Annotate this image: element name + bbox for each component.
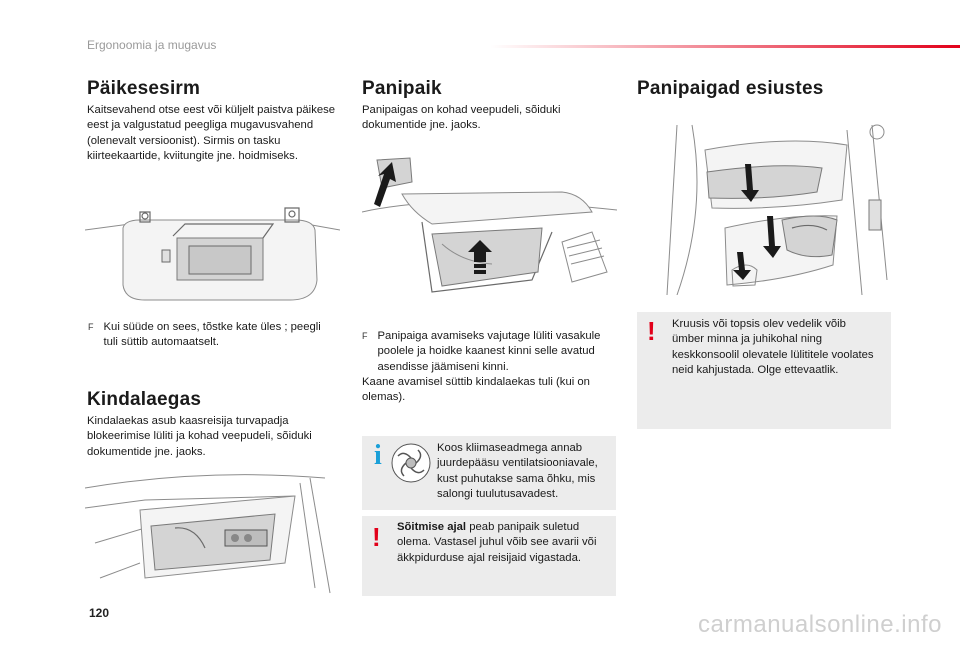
sunvisor-body: Kaitsevahend otse eest või küljelt paist… — [87, 104, 336, 162]
running-head: Ergonoomia ja mugavus — [87, 38, 217, 52]
sunvisor-bullet: F Kui süüde on sees, tõstke kate üles ; … — [88, 320, 338, 351]
watermark: carmanualsonline.info — [698, 611, 942, 638]
storage-bullet: F Panipaiga avamiseks vajutage lüliti va… — [362, 329, 612, 375]
info-icon: i — [374, 440, 382, 471]
page-number: 120 — [89, 606, 110, 620]
header-accent-rule — [490, 45, 960, 48]
glovebox-title: Kindalaegas — [87, 389, 202, 410]
bullet-marker: F — [88, 322, 94, 332]
storage-bullet-text: Panipaiga avamiseks vajutage lüliti vasa… — [377, 330, 601, 373]
glovebox-body: Kindalaekas asub kaasreisija turvapadja … — [87, 415, 312, 458]
glovebox-illustration — [85, 468, 335, 598]
driving-warning-rest: peab panipaik suletud olema. Vastasel ju… — [397, 521, 597, 564]
driving-warning-box: ! Sõitmise ajal peab panipaik suletud ol… — [362, 516, 616, 596]
info-box: i Koos kliimaseadmega annab juurdepääsu … — [362, 436, 616, 510]
warning-icon: ! — [372, 522, 381, 552]
door-warning-text: Kruusis või topsis olev vedelik võib ümb… — [672, 318, 874, 376]
sunvisor-illustration — [85, 200, 340, 310]
door-storage-title: Panipaigad esiustes — [637, 78, 824, 99]
warning-icon: ! — [647, 316, 656, 346]
storage-after-bullet: Kaane avamisel süttib kindalaekas tuli (… — [362, 376, 590, 404]
storage-title: Panipaik — [362, 78, 442, 99]
bullet-marker: F — [362, 331, 368, 341]
storage-illustration — [362, 152, 617, 307]
driving-warning-lead: Sõitmise ajal — [397, 521, 467, 533]
info-box-text: Koos kliimaseadmega annab juurdepääsu ve… — [437, 442, 598, 500]
door-storage-illustration — [637, 120, 892, 295]
storage-body: Panipaigas on kohad veepudeli, sõiduki d… — [362, 104, 561, 132]
driving-warning-text: Sõitmise ajal peab panipaik suletud olem… — [397, 520, 612, 566]
sunvisor-title: Päikesesirm — [87, 78, 201, 99]
air-vent-icon — [390, 442, 432, 484]
door-warning-box: ! Kruusis või topsis olev vedelik võib ü… — [637, 312, 891, 429]
sunvisor-bullet-text: Kui süüde on sees, tõstke kate üles ; pe… — [103, 321, 321, 349]
